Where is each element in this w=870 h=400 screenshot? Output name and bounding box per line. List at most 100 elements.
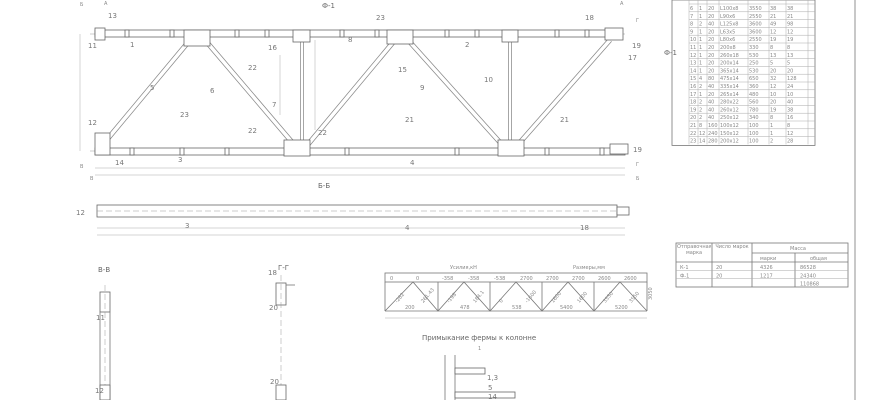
spacer-plate [454, 147, 460, 156]
scheme-diag-value: 0 [498, 298, 505, 304]
spec-cell: 12 [690, 53, 696, 59]
spec-cell: 530 [749, 53, 759, 59]
spec-cell: 2550 [749, 37, 762, 43]
spec-cell: L90x6 [720, 14, 735, 20]
callout-number: 4 [405, 224, 410, 232]
callout-number: 1,3 [487, 374, 498, 382]
spec-cell: 480 [749, 92, 759, 98]
scheme-bottom-value: 5200 [615, 305, 628, 311]
spec-cell: 2 [699, 115, 702, 121]
scheme-top-value: 2700 [546, 276, 559, 282]
callout-number: 6 [210, 87, 215, 95]
spec-cell: 2550 [749, 14, 762, 20]
section-marker: Г [636, 162, 639, 168]
scheme-top-value: -358 [442, 276, 453, 282]
mass-table: Отправочная марка Число марок Масса марк… [675, 242, 849, 288]
spec-cell: 1 [699, 92, 702, 98]
spec-cell: 16 [690, 84, 696, 90]
spec-cell: 160 [708, 123, 718, 129]
spacer-plate [599, 147, 605, 156]
scheme-top-value: 2600 [598, 276, 611, 282]
spec-cell: 100 [749, 139, 759, 145]
callout-number: 23 [376, 14, 385, 22]
spec-cell: 4 [699, 76, 702, 82]
spec-cell: 20 [708, 45, 714, 51]
spec-cell: 340 [749, 115, 759, 121]
spec-cell: 5 [787, 61, 790, 67]
spacer-plate [554, 29, 560, 38]
spec-cell: 19 [690, 107, 696, 113]
spec-cell: 2 [770, 139, 773, 145]
callout-number: 3 [185, 222, 189, 230]
callout-number: 21 [560, 116, 569, 124]
spec-cell: 8 [770, 45, 773, 51]
spacer-plate [584, 29, 590, 38]
spec-cell: 3600 [749, 22, 762, 28]
spec-cell: 20 [708, 61, 714, 67]
callout-number: 7 [272, 101, 276, 109]
scheme-height: 3050 [648, 287, 654, 300]
callout-number: 16 [268, 44, 277, 52]
section-bb-title: Б-Б [318, 182, 330, 190]
spec-cell: 38 [787, 107, 793, 113]
spec-cell: 14 [699, 139, 705, 145]
spec-cell: 8 [690, 22, 693, 28]
spec-cell: 7 [690, 14, 693, 20]
spec-cell: 19 [787, 37, 793, 43]
spec-cell: 3550 [749, 6, 762, 12]
mass-header-per-mark: марки [760, 256, 776, 262]
spec-cell: 40 [708, 100, 714, 106]
section-vv-title: В-В [98, 266, 110, 274]
spec-cell: 150x12 [720, 131, 739, 137]
spec-cell: 12 [770, 84, 776, 90]
spec-cell: 20 [690, 115, 696, 121]
spec-cell: 2 [699, 84, 702, 90]
scheme-top-value: -538 [494, 276, 505, 282]
spec-cell: L100x8 [720, 6, 738, 12]
spec-cell: 40 [787, 100, 793, 106]
spec-cell: 100 [749, 131, 759, 137]
spec-cell: 280 [708, 139, 718, 145]
spacer-plate [544, 147, 550, 156]
spec-cell: 240 [708, 131, 718, 137]
mass-cell: 24340 [800, 273, 816, 279]
spec-cell: 17 [690, 92, 696, 98]
spec-cell: 12 [699, 131, 705, 137]
spacer-plate [129, 147, 135, 156]
spec-cell: 1 [699, 45, 702, 51]
scheme-top-value: 2700 [520, 276, 533, 282]
mass-cell: 20 [716, 265, 722, 271]
detail-title: Примыкание фермы к колонне [422, 334, 536, 342]
dimension-lines [79, 34, 625, 176]
callout-number: 20 [270, 378, 279, 386]
spec-cell: 12 [787, 29, 793, 35]
spec-cell: 15 [690, 76, 696, 82]
spec-cell: 23 [690, 139, 696, 145]
section-marker: А [620, 1, 624, 7]
spec-cell: 10 [770, 92, 776, 98]
spec-cell: 8 [787, 45, 790, 51]
spec-cell: 1 [699, 6, 702, 12]
mass-cell: 1217 [760, 273, 773, 279]
spec-cell: 1 [699, 37, 702, 43]
mass-header-total: общая [810, 256, 827, 262]
spec-cell: 200x8 [720, 45, 736, 51]
spec-cell: 40 [708, 84, 714, 90]
callout-number: 11 [96, 314, 105, 322]
mass-cell: 20 [716, 273, 722, 279]
callout-number: 14 [488, 393, 497, 400]
spec-cell: 1 [699, 61, 702, 67]
scheme-top-value: 0 [390, 276, 393, 282]
spec-cell: 1 [770, 131, 773, 137]
callout-number: 2 [465, 41, 469, 49]
spec-cell: 24 [787, 84, 793, 90]
spec-border [671, 0, 816, 146]
scheme-bottom-value: 478 [460, 305, 470, 311]
callout-number: 10 [484, 76, 493, 84]
section-marker: Б [636, 176, 640, 182]
spec-cell: 360 [749, 84, 759, 90]
scheme-diag-value: 1600 [550, 291, 563, 305]
